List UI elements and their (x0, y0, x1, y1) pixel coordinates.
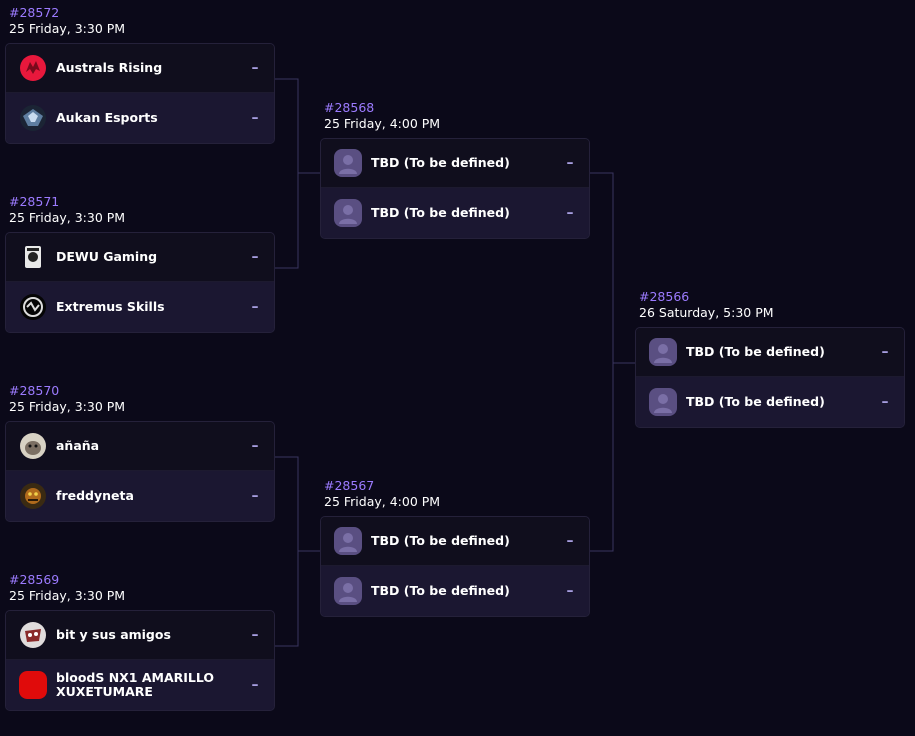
team-row[interactable]: TBD (To be defined) – (636, 377, 904, 427)
team-row[interactable]: Australs Rising – (6, 44, 274, 93)
team-name: DEWU Gaming (56, 249, 158, 264)
team-name: añaña (56, 438, 100, 453)
team-row[interactable]: DEWU Gaming – (6, 233, 274, 282)
team-score: – (566, 533, 574, 549)
match-time: 25 Friday, 3:30 PM (9, 21, 126, 36)
match-28570: #28570 25 Friday, 3:30 PM añaña – freddy… (5, 383, 275, 522)
team-row[interactable]: bit y sus amigos – (6, 611, 274, 660)
team-score: – (881, 344, 889, 360)
match-id[interactable]: #28571 (9, 194, 60, 209)
extremus-skills-logo (19, 293, 47, 321)
match-id[interactable]: #28572 (9, 5, 60, 20)
match-id[interactable]: #28566 (639, 289, 690, 304)
match-card[interactable]: DEWU Gaming – Extremus Skills – (5, 232, 275, 333)
team-score: – (251, 627, 259, 643)
team-score: – (566, 583, 574, 599)
team-name: bit y sus amigos (56, 627, 171, 642)
team-score: – (251, 488, 259, 504)
team-name: TBD (To be defined) (371, 583, 510, 598)
team-name: TBD (To be defined) (686, 344, 825, 359)
match-28568: #28568 25 Friday, 4:00 PM TBD (To be def… (320, 100, 590, 239)
team-score: – (251, 110, 259, 126)
team-row[interactable]: TBD (To be defined) – (321, 139, 589, 188)
match-id[interactable]: #28567 (324, 478, 375, 493)
team-row[interactable]: Extremus Skills – (6, 282, 274, 332)
match-card[interactable]: añaña – freddyneta – (5, 421, 275, 522)
match-time: 25 Friday, 3:30 PM (9, 399, 126, 414)
team-name: TBD (To be defined) (686, 394, 825, 409)
match-card[interactable]: TBD (To be defined) – TBD (To be defined… (635, 327, 905, 428)
match-id[interactable]: #28570 (9, 383, 60, 398)
placeholder-avatar-icon (334, 199, 362, 227)
match-id[interactable]: #28568 (324, 100, 375, 115)
bit-y-sus-amigos-logo (19, 621, 47, 649)
team-score: – (566, 155, 574, 171)
team-row[interactable]: bloodS NX1 AMARILLO XUXETUMARE – (6, 660, 274, 710)
match-28571: #28571 25 Friday, 3:30 PM DEWU Gaming – … (5, 194, 275, 333)
australs-rising-logo (19, 54, 47, 82)
placeholder-avatar-icon (649, 388, 677, 416)
match-card[interactable]: TBD (To be defined) – TBD (To be defined… (320, 138, 590, 239)
team-name: freddyneta (56, 488, 134, 503)
placeholder-avatar-icon (649, 338, 677, 366)
team-score: – (251, 438, 259, 454)
placeholder-avatar-icon (334, 577, 362, 605)
freddyneta-logo (19, 482, 47, 510)
team-score: – (251, 249, 259, 265)
team-name: TBD (To be defined) (371, 533, 510, 548)
team-score: – (566, 205, 574, 221)
team-score: – (251, 677, 259, 693)
team-row[interactable]: TBD (To be defined) – (636, 328, 904, 377)
team-row[interactable]: TBD (To be defined) – (321, 566, 589, 616)
team-score: – (251, 299, 259, 315)
team-row[interactable]: TBD (To be defined) – (321, 188, 589, 238)
placeholder-avatar-icon (334, 149, 362, 177)
team-name: Australs Rising (56, 60, 163, 75)
match-card[interactable]: Australs Rising – Aukan Esports – (5, 43, 275, 144)
match-id[interactable]: #28569 (9, 572, 60, 587)
team-score: – (881, 394, 889, 410)
aukan-esports-logo (19, 104, 47, 132)
match-card[interactable]: bit y sus amigos – bloodS NX1 AMARILLO X… (5, 610, 275, 711)
team-name: bloodS NX1 AMARILLO XUXETUMARE (56, 670, 215, 699)
match-28566: #28566 26 Saturday, 5:30 PM TBD (To be d… (635, 289, 905, 428)
match-28572: #28572 25 Friday, 3:30 PM Australs Risin… (5, 5, 275, 144)
match-time: 25 Friday, 3:30 PM (9, 588, 126, 603)
team-score: – (251, 60, 259, 76)
team-name: Extremus Skills (56, 299, 165, 314)
match-time: 26 Saturday, 5:30 PM (639, 305, 774, 320)
team-name: Aukan Esports (56, 110, 158, 125)
bloods-logo (19, 671, 47, 699)
team-row[interactable]: Aukan Esports – (6, 93, 274, 143)
team-row[interactable]: freddyneta – (6, 471, 274, 521)
team-row[interactable]: TBD (To be defined) – (321, 517, 589, 566)
match-28569: #28569 25 Friday, 3:30 PM bit y sus amig… (5, 572, 275, 711)
match-time: 25 Friday, 3:30 PM (9, 210, 126, 225)
team-row[interactable]: añaña – (6, 422, 274, 471)
placeholder-avatar-icon (334, 527, 362, 555)
match-card[interactable]: TBD (To be defined) – TBD (To be defined… (320, 516, 590, 617)
match-time: 25 Friday, 4:00 PM (324, 116, 441, 131)
match-time: 25 Friday, 4:00 PM (324, 494, 441, 509)
team-name: TBD (To be defined) (371, 205, 510, 220)
anana-logo (19, 432, 47, 460)
match-28567: #28567 25 Friday, 4:00 PM TBD (To be def… (320, 478, 590, 617)
team-name: TBD (To be defined) (371, 155, 510, 170)
dewu-gaming-logo (19, 243, 47, 271)
